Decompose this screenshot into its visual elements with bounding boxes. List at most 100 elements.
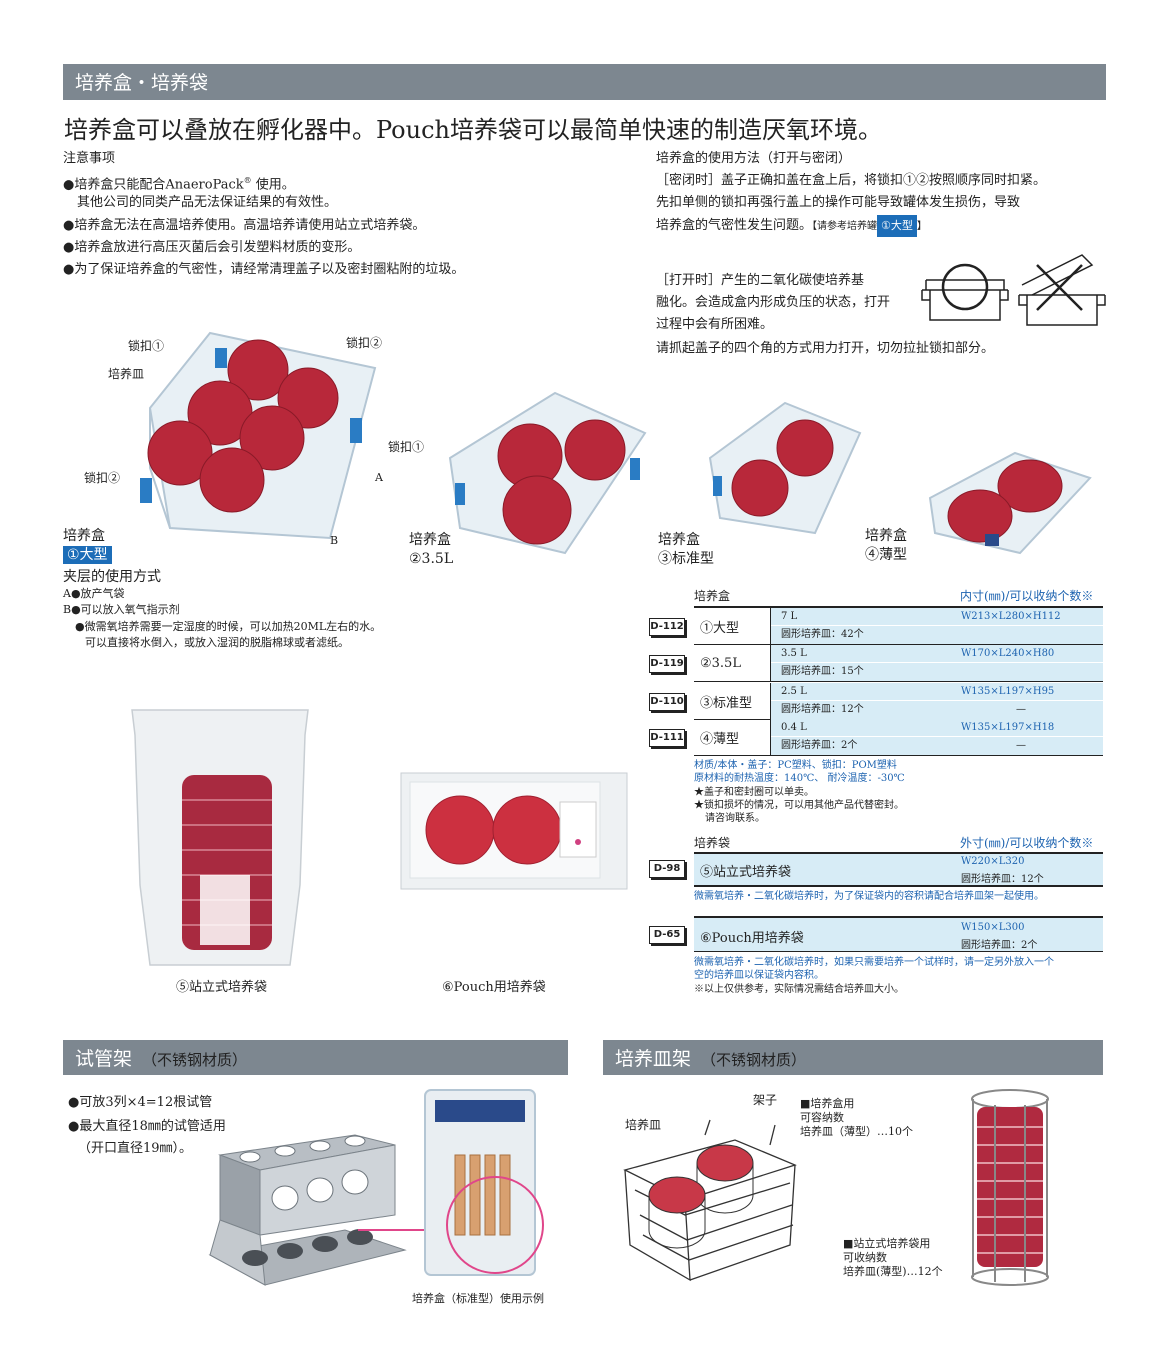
open-close-diagram: [921, 254, 1106, 326]
layer-c: ●微需氧培养需要一定湿度的时候，可以加热20ML左右的水。: [75, 620, 382, 633]
tube-rack-bullet-2: ●最大直径18㎜的试管适用: [68, 1119, 226, 1134]
row-name: ①大型: [694, 608, 771, 644]
box-note-3: 请咨询联系。: [705, 813, 765, 824]
usage-close-1: ［密闭时］盖子正确扣盖在盒上后，将锁扣①②按照顺序同时扣紧。: [656, 173, 1047, 188]
tube-rack-sub: （不锈钢材质）: [142, 1051, 248, 1069]
tube-box-image: [358, 1089, 544, 1276]
box-table-divider: [694, 681, 1103, 682]
dish-rack-sub: （不锈钢材质）: [701, 1051, 807, 1069]
bag-note-2a: 微需氧培养・二氧化碳培养时，如果只需要培养一个试样时，请一定另外放入一个: [694, 957, 1054, 968]
section-header-box-bag: 培养盒・培养袋: [63, 64, 1106, 100]
box-3-5l-image: [448, 391, 647, 555]
open-box-icon: [1018, 254, 1106, 326]
usage-close-2: 先扣单侧的锁扣再强行盖上的操作可能导致罐体发生损伤，导致: [656, 195, 1021, 210]
row-dish: 圆形培养皿：15个: [771, 663, 1103, 681]
usage-open-3: 过程中会有所困难。: [656, 317, 774, 332]
note-4: ●培养盒放进行高压灭菌后会引发塑料材质的变形。: [63, 240, 361, 255]
section-title: 培养盒・培养袋: [75, 72, 209, 94]
large-box-image: [140, 331, 377, 540]
material-1: 材质/本体・盖子：PC塑料、锁扣：POM塑料: [694, 760, 897, 771]
bag-table-line-2: [694, 916, 1103, 918]
notes-title: 注意事项: [63, 151, 116, 166]
closed-box-icon: [921, 263, 1009, 321]
pouch-bag-image: [400, 772, 628, 890]
standing-rack-image: [971, 1089, 1049, 1286]
caption-large-box: 培养盒: [63, 528, 105, 544]
rack-bag-3: 培养皿(薄型)…12个: [843, 1265, 943, 1278]
tube-box-caption: 培养盒（标准型）使用示例: [412, 1292, 544, 1305]
label-lock2-left: 锁扣②: [84, 471, 121, 485]
row-dim: W213×L280×H112: [961, 611, 1061, 622]
box-note-1: ★盖子和密封圈可以单卖。: [694, 787, 814, 798]
bag-table-mid-line: [694, 885, 1103, 887]
code-d-119: D-119: [649, 655, 685, 673]
rack-bag-1: ■站立式培养袋用: [843, 1237, 931, 1250]
tube-rack-image: [208, 1134, 407, 1286]
box-table-divider: [694, 755, 1103, 756]
caption-box3-a: 培养盒: [658, 532, 700, 548]
box-standard-image: [708, 401, 862, 535]
label-lock2-top: 锁扣②: [346, 336, 383, 350]
row-dash: —: [1016, 740, 1026, 751]
code-d-111: D-111: [649, 729, 685, 747]
dish-rack-diagram: [623, 1119, 797, 1282]
label-lock1-right: 锁扣①: [388, 440, 425, 454]
row-name: ②3.5L: [694, 645, 771, 681]
usage-open-4: 请抓起盖子的四个角的方式用力打开，切勿拉扯锁扣部分。: [656, 341, 995, 356]
code-d-112: D-112: [649, 618, 685, 636]
label-lock1-top: 锁扣①: [128, 339, 165, 353]
box-table-top-line: [694, 606, 1103, 608]
bag-row-standing: ⑤站立式培养袋 W220×L320 圆形培养皿：12个: [694, 854, 1103, 885]
row-name: ④薄型: [694, 719, 771, 755]
box-table-head-right: 内寸(㎜)/可以收纳个数※: [960, 589, 1094, 603]
bag-row-pouch: ⑥Pouch用培养袋 W150×L300 圆形培养皿：2个: [694, 918, 1103, 951]
row-dim: W135×L197×H95: [961, 686, 1055, 697]
caption-box4-a: 培养盒: [865, 528, 907, 544]
bag-table-head-right: 外寸(㎜)/可以收纳个数※: [960, 836, 1094, 850]
rack-box-1: ■培养盒用: [800, 1097, 855, 1110]
row-dash: —: [1016, 704, 1026, 715]
note-5: ●为了保证培养盒的气密性，请经常清理盖子以及密封圈粘附的垃圾。: [63, 262, 465, 277]
layer-d: 可以直接将水倒入，或放入湿润的脱脂棉球或者滤纸。: [85, 636, 349, 649]
label-A: A: [375, 471, 383, 484]
row-dish: 圆形培养皿：42个: [771, 626, 1103, 644]
bag-note-2b: 空的培养皿以保证袋内容积。: [694, 970, 824, 981]
box-table-divider: [694, 644, 1103, 645]
note-2: 其他公司的同类产品无法保证结果的有效性。: [77, 195, 338, 210]
tube-rack-title: 试管架: [75, 1048, 133, 1070]
layer-title: 夹层的使用方式: [63, 569, 161, 585]
code-d98: D-98: [649, 860, 685, 878]
rack-bag-2: 可收纳数: [843, 1251, 887, 1264]
bag-note-1: 微需氧培养・二氧化碳培养时，为了保证袋内的容积请配合培养皿架一起使用。: [694, 891, 1044, 902]
layer-b: B●可以放入氧气指示剂: [63, 603, 180, 616]
row-dish: 圆形培养皿：12个—: [771, 701, 1103, 719]
usage-title: 培养盒的使用方法（打开与密闭）: [656, 151, 852, 166]
caption-box3-b: ③标准型: [658, 551, 714, 567]
row-dim: W135×L197×H18: [961, 722, 1055, 733]
row-name: ③标准型: [694, 683, 771, 719]
rack-box-3: 培养皿（薄型）…10个: [800, 1125, 913, 1138]
usage-open-2: 融化。会造成盒内形成负压的状态，打开: [656, 295, 891, 310]
layer-a: A●放产气袋: [63, 587, 125, 600]
label-rack-dish: 培养皿: [625, 1118, 662, 1132]
note-1: ●培养盒只能配合AnaeroPack® 使用。: [63, 176, 295, 193]
caption-standing-bag: ⑤站立式培养袋: [176, 980, 268, 995]
code-d65: D-65: [649, 926, 685, 944]
dish-rack-title: 培养皿架: [615, 1048, 692, 1070]
note-3: ●培养盒无法在高温培养使用。高温培养请使用站立式培养袋。: [63, 218, 426, 233]
standing-bag-image: [131, 709, 309, 966]
bag-table-top-line: [694, 852, 1103, 854]
caption-box2-a: 培养盒: [409, 532, 451, 548]
box-note-2: ★锁扣损坏的情况，可以用其他产品代替密封。: [694, 800, 904, 811]
row-dim: W170×L240×H80: [961, 648, 1055, 659]
label-B: B: [330, 534, 339, 547]
label-dish: 培养皿: [108, 367, 145, 381]
